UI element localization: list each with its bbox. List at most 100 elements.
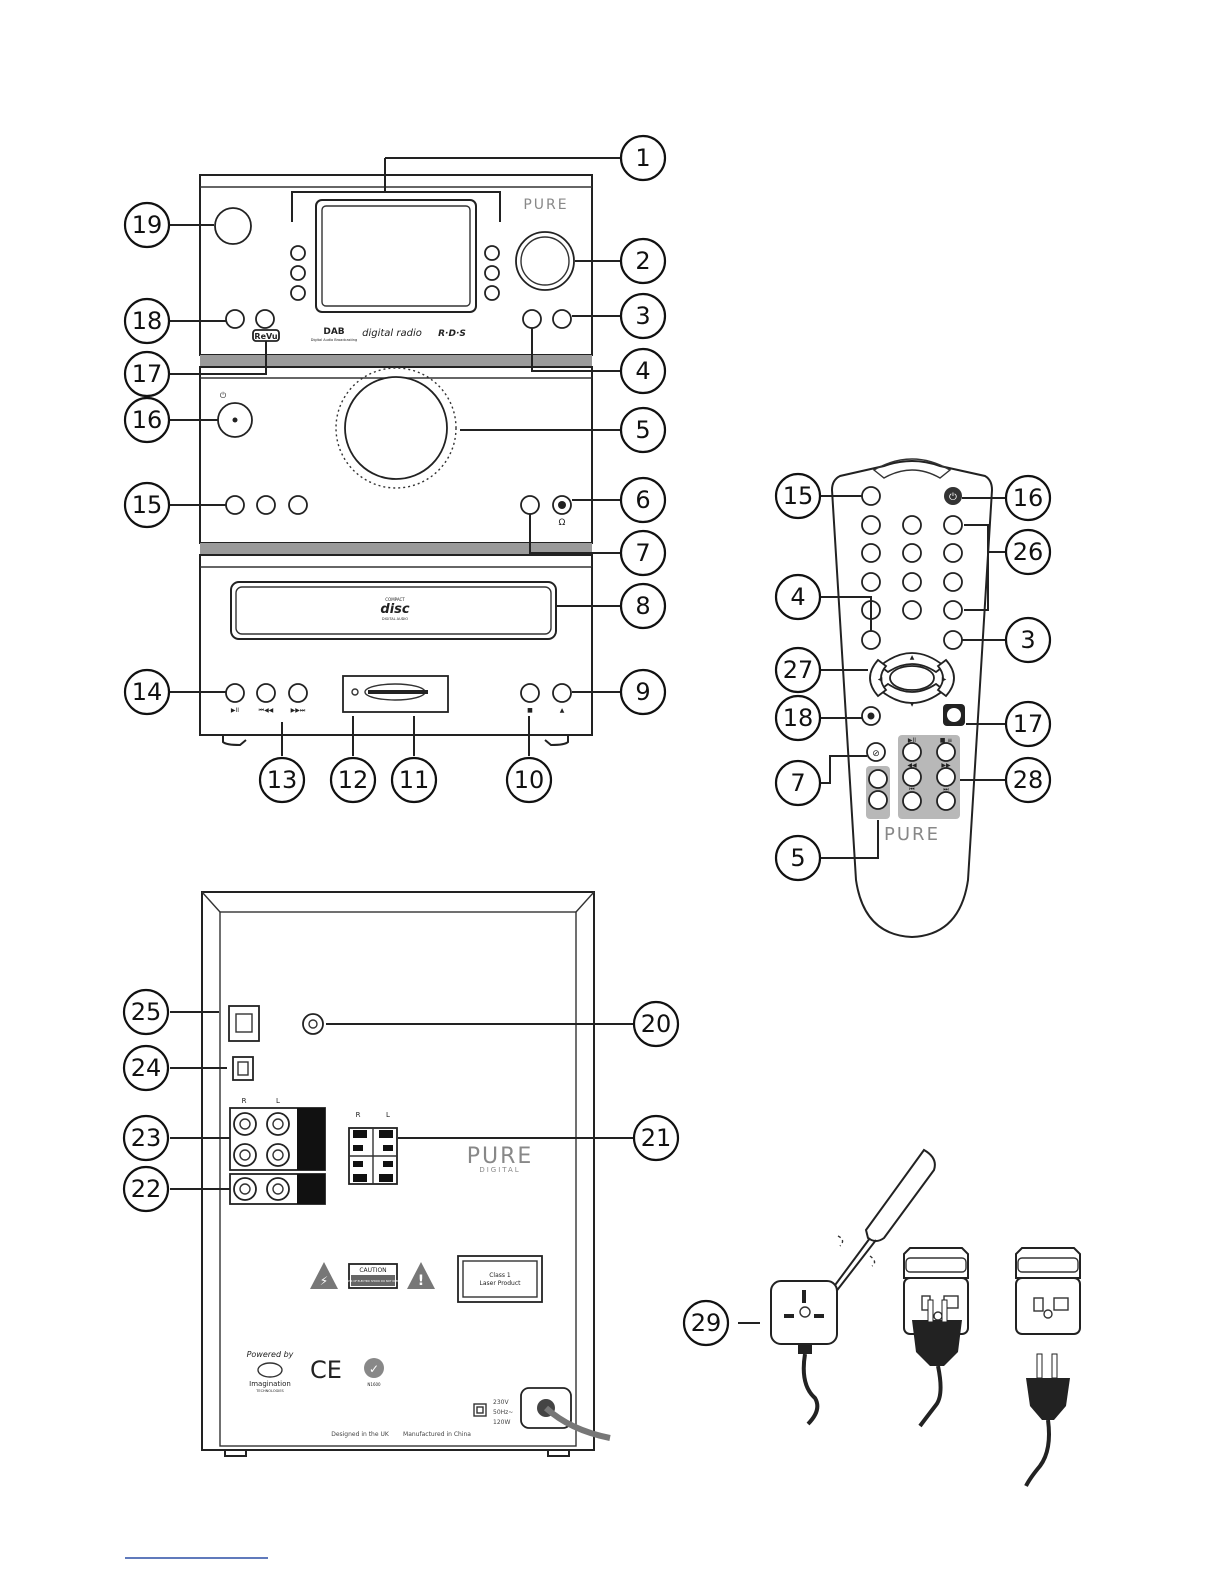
front-unit: PURE ReVu DAB Digital Audio Broadcasting… — [170, 157, 620, 756]
remote-power-icon: ⏻ — [949, 492, 957, 503]
svg-text:26: 26 — [1013, 538, 1044, 566]
remote-control: ⏻ ▲ ▼ ◀ ▶ ⊘ — [820, 458, 1006, 939]
power-icon: ⏻ — [220, 391, 227, 400]
display-right-button-3[interactable] — [484, 285, 500, 301]
callout-2: 2 — [619, 237, 667, 285]
prev-icon: ⏮◀◀ — [259, 707, 274, 714]
eject-icon: ▲ — [560, 707, 565, 714]
menu-button[interactable] — [552, 309, 572, 329]
prev-button[interactable] — [256, 683, 276, 703]
remote-callout-28: 28 — [1004, 756, 1052, 804]
display-left-button-3[interactable] — [290, 285, 306, 301]
display-left-button-1[interactable] — [290, 245, 306, 261]
speaker-left-label: L — [386, 1111, 390, 1119]
svg-text:18: 18 — [783, 704, 814, 732]
rds-logo: R·D·S — [438, 329, 466, 339]
rca-in-r-1[interactable] — [233, 1112, 257, 1136]
source-button-2[interactable] — [256, 495, 276, 515]
callout-6: 6 — [619, 476, 667, 524]
standby-knob[interactable] — [214, 207, 252, 245]
next-button[interactable] — [288, 683, 308, 703]
remote-left-button[interactable] — [869, 658, 888, 698]
antenna-socket[interactable] — [302, 1013, 324, 1035]
euro-adapter-2-top — [1015, 1247, 1081, 1279]
svg-text:4: 4 — [635, 357, 650, 385]
rear-brand-sub: DIGITAL — [479, 1166, 520, 1174]
play-pause-button[interactable] — [225, 683, 245, 703]
rear-panel — [201, 891, 595, 1451]
rca-in-l-2[interactable] — [266, 1143, 290, 1167]
svg-text:5: 5 — [635, 416, 650, 444]
down-arrow-icon: ▼ — [910, 701, 915, 708]
remote-volume-down[interactable] — [868, 790, 888, 810]
select-dial[interactable] — [515, 231, 575, 291]
remote-callout-5: 5 — [774, 834, 822, 882]
rca-in-l-1[interactable] — [266, 1112, 290, 1136]
display-right-button-1[interactable] — [484, 245, 500, 261]
mute-button[interactable] — [520, 495, 540, 515]
svg-text:20: 20 — [641, 1010, 672, 1038]
sd-card-slot[interactable] — [368, 690, 428, 694]
svg-text:6: 6 — [635, 486, 650, 514]
svg-text:23: 23 — [131, 1124, 162, 1152]
cd-tray[interactable] — [230, 581, 557, 640]
remote-callout-18: 18 — [774, 694, 822, 742]
remote-source-button[interactable] — [861, 486, 881, 506]
remote-callout-17: 17 — [1004, 700, 1052, 748]
source-button-3[interactable] — [288, 495, 308, 515]
remote-rew-icon: ◀◀ — [907, 762, 917, 769]
callout-23: 23 — [122, 1114, 170, 1162]
front-callouts: 1 2 3 4 5 6 7 8 9 10 11 12 13 14 15 16 1… — [123, 134, 667, 804]
remote-rew-button[interactable] — [902, 767, 922, 787]
svg-text:15: 15 — [783, 482, 814, 510]
rca-in-r-2[interactable] — [233, 1143, 257, 1167]
remote-prev-button[interactable] — [902, 791, 922, 811]
svg-text:19: 19 — [132, 211, 163, 239]
display-left-button-2[interactable] — [290, 265, 306, 281]
remote-next-icon: ⏭ — [943, 786, 949, 793]
caution-body: RISK OF ELECTRIC SHOCK DO NOT OPEN — [347, 1279, 400, 1283]
cd-logo-top: COMPACT — [385, 597, 405, 602]
source-button-1[interactable] — [225, 495, 245, 515]
screwdriver-icon — [823, 1148, 936, 1303]
eject-button[interactable] — [552, 683, 572, 703]
callout-19: 19 — [123, 201, 171, 249]
display-right-button-2[interactable] — [484, 265, 500, 281]
optical-port[interactable] — [232, 1056, 254, 1081]
usb-port[interactable] — [228, 1005, 260, 1042]
remote-right-button[interactable] — [936, 658, 955, 698]
svg-text:8: 8 — [635, 592, 650, 620]
remote-stop-button[interactable] — [936, 742, 956, 762]
euro-plug-2-black — [1026, 1378, 1070, 1420]
remote-next-button[interactable] — [936, 791, 956, 811]
revu-label: ReVu — [254, 332, 277, 341]
remote-play-icon: ▶II — [908, 737, 916, 744]
svg-text:10: 10 — [514, 766, 545, 794]
rear-brand-logo: PURE — [467, 1144, 534, 1169]
svg-text:17: 17 — [1013, 710, 1044, 738]
remote-ffw-button[interactable] — [936, 767, 956, 787]
volume-knob[interactable] — [344, 376, 448, 480]
class2-icon — [473, 1403, 487, 1417]
remote-mute-button[interactable] — [866, 742, 886, 762]
info-button[interactable] — [522, 309, 542, 329]
dab-logo: DAB — [323, 327, 344, 337]
svg-text:7: 7 — [790, 769, 805, 797]
rca-out-r[interactable] — [233, 1177, 257, 1201]
remote-power-button[interactable] — [944, 487, 962, 505]
remote-callout-15: 15 — [774, 472, 822, 520]
callout-7: 7 — [619, 529, 667, 577]
revu-button[interactable] — [255, 309, 275, 329]
remote-volume-up[interactable] — [868, 769, 888, 789]
callout-8: 8 — [619, 582, 667, 630]
remote-select-button[interactable] — [889, 665, 935, 691]
rca-out-l[interactable] — [266, 1177, 290, 1201]
callout-15: 15 — [123, 481, 171, 529]
remote-callout-7: 7 — [774, 759, 822, 807]
record-button[interactable] — [225, 309, 245, 329]
svg-text:16: 16 — [132, 406, 163, 434]
remote-play-button[interactable] — [902, 742, 922, 762]
remote-callout-27: 27 — [774, 646, 822, 694]
stop-button[interactable] — [520, 683, 540, 703]
left-arrow-icon: ◀ — [878, 676, 883, 683]
